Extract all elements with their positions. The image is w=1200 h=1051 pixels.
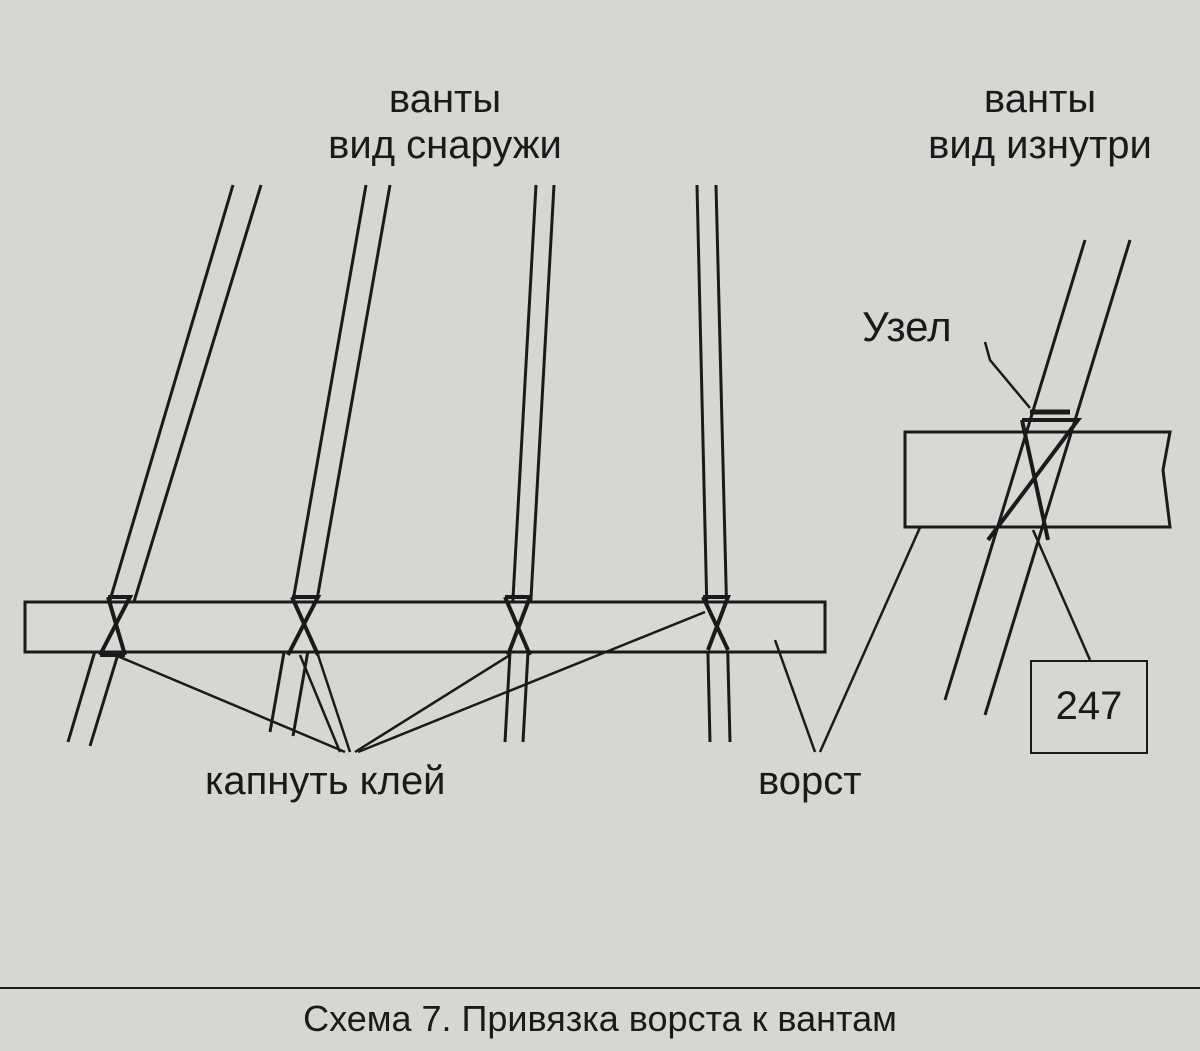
part-number-box: 247 [1030, 660, 1148, 754]
title-line: ванты [983, 77, 1097, 121]
glue-pointers [114, 610, 706, 754]
knot-label: Узел [862, 303, 952, 350]
title-line: вид изнутри [928, 123, 1152, 167]
batten-label: ворст [758, 759, 862, 803]
outside-view-title: ванты вид снаружи [290, 76, 600, 168]
title-line: ванты [388, 77, 502, 121]
batten-inside [903, 430, 1172, 529]
glue-label: капнуть клей [205, 759, 446, 803]
batten-bar [23, 600, 827, 654]
inside-view-title: ванты вид изнутри [890, 76, 1190, 168]
shrouds-inside [943, 239, 1132, 716]
title-line: вид снаружи [328, 123, 562, 167]
figure-caption: Схема 7. Привязка ворста к вантам [303, 998, 897, 1039]
batten-pointers [773, 504, 932, 753]
knots-outside [98, 595, 731, 657]
shrouds-outside [66, 184, 732, 747]
